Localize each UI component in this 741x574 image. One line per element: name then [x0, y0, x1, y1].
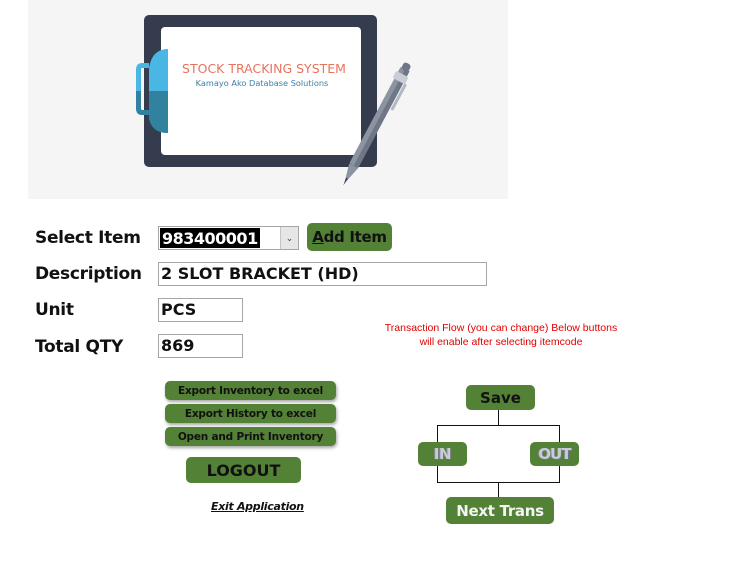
select-item-label: Select Item — [35, 228, 141, 248]
export-inventory-button[interactable]: Export Inventory to excel — [165, 381, 336, 400]
unit-label: Unit — [35, 300, 74, 320]
flow-connector-line — [498, 482, 499, 497]
total-qty-label: Total QTY — [35, 337, 124, 357]
next-trans-button[interactable]: Next Trans — [446, 497, 554, 524]
transaction-flow-note: Transaction Flow (you can change) Below … — [384, 322, 618, 348]
clipboard-logo-icon: STOCK TRACKING SYSTEM Kamayo Ako Databas… — [136, 15, 411, 186]
flow-connector-line — [498, 410, 499, 426]
banner-image: STOCK TRACKING SYSTEM Kamayo Ako Databas… — [28, 0, 508, 199]
add-item-accesskey: A — [312, 228, 324, 246]
svg-text:Kamayo Ako Database Solutions: Kamayo Ako Database Solutions — [196, 78, 329, 88]
save-button[interactable]: Save — [466, 385, 535, 410]
flow-connector-line — [559, 425, 560, 442]
select-item-value[interactable]: 983400001 — [160, 228, 260, 248]
flow-connector-line — [437, 425, 560, 426]
out-button[interactable]: OUT — [530, 442, 579, 466]
add-item-label: dd Item — [323, 228, 387, 246]
description-field[interactable]: 2 SLOT BRACKET (HD) — [158, 262, 487, 286]
unit-field[interactable]: PCS — [158, 298, 243, 322]
select-item-combobox[interactable]: 983400001 ⌄ — [158, 226, 299, 250]
total-qty-field[interactable]: 869 — [158, 334, 243, 358]
export-history-button[interactable]: Export History to excel — [165, 404, 336, 423]
in-button[interactable]: IN — [418, 442, 467, 466]
flow-connector-line — [437, 466, 438, 483]
exit-application-link[interactable]: Exit Application — [211, 500, 304, 513]
flow-connector-line — [437, 425, 438, 442]
chevron-down-icon[interactable]: ⌄ — [280, 227, 298, 249]
description-label: Description — [35, 264, 142, 284]
open-print-inventory-button[interactable]: Open and Print Inventory — [165, 427, 336, 446]
svg-text:STOCK TRACKING SYSTEM: STOCK TRACKING SYSTEM — [182, 61, 346, 76]
flow-connector-line — [559, 466, 560, 483]
logout-button[interactable]: LOGOUT — [186, 457, 301, 483]
